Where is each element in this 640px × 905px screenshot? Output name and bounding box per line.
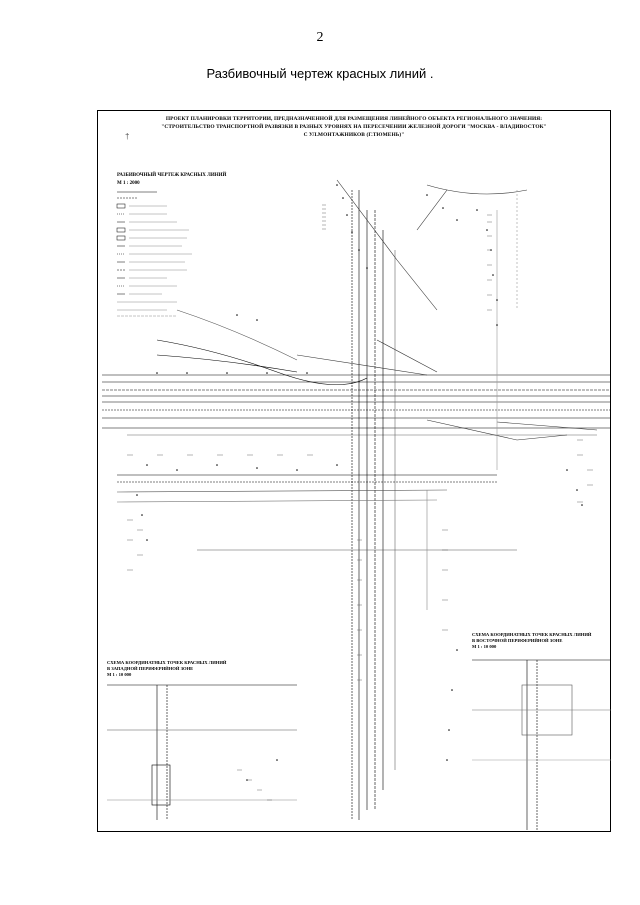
inset-left-schema [107,684,297,820]
inset-right-title-2: В ВОСТОЧНОЙ ПЕРИФЕРИЙНОЙ ЗОНЕ [472,638,563,643]
legend-symbols [116,191,192,317]
red-lines-drawing: ПРОЕКТ ПЛАНИРОВКИ ТЕРРИТОРИИ, ПРЕДНАЗНАЧ… [97,110,611,832]
document-title: Разбивочный чертеж красных линий . [206,66,434,81]
drawing-frame [97,110,611,832]
page-number: 2 [316,30,324,45]
legend-scale: М 1 : 2000 [117,181,140,186]
drawing-linework [102,179,611,830]
inset-right-schema [472,659,611,830]
inset-right-title-3: М 1 : 10 000 [472,644,497,649]
drawing-header-line-2: "СТРОИТЕЛЬСТВО ТРАНСПОРТНОЙ РАЗВЯЗКИ В Р… [161,124,547,130]
inset-left-title-3: М 1 : 10 000 [107,672,132,677]
inset-left-title-1: СХЕМА КООРДИНАТНЫХ ТОЧЕК КРАСНЫХ ЛИНИЙ [107,660,227,665]
drawing-header-line-1: ПРОЕКТ ПЛАНИРОВКИ ТЕРРИТОРИИ, ПРЕДНАЗНАЧ… [165,116,543,122]
inset-left-title-2: В ЗАПАДНОЙ ПЕРИФЕРИЙНОЙ ЗОНЕ [107,666,194,671]
coordinate-points [136,184,583,781]
main-corridor [102,374,611,436]
legend-title: РАЗБИВОЧНЫЙ ЧЕРТЕЖ КРАСНЫХ ЛИНИЙ [117,173,227,178]
vertical-corridor [351,190,396,820]
inset-right-title-1: СХЕМА КООРДИНАТНЫХ ТОЧЕК КРАСНЫХ ЛИНИЙ [472,632,592,637]
drawing-header-line-3: С УЛ.МОНТАЖНИКОВ (Г.ТЮМЕНЬ)" [303,132,405,138]
stamp-mark: † [125,132,130,141]
